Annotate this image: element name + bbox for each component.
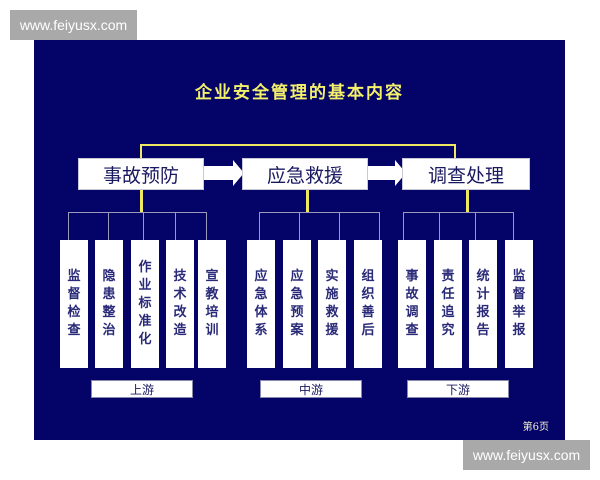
branch-drop bbox=[513, 212, 514, 240]
sub-box-label: 责任追究 bbox=[441, 269, 455, 338]
sub-box: 实施救援 bbox=[318, 240, 346, 368]
connector-investigation bbox=[466, 190, 469, 212]
stage-upstream: 上游 bbox=[91, 380, 193, 398]
branch-line-prevention bbox=[68, 212, 206, 213]
sub-box-label: 应急体系 bbox=[254, 269, 268, 338]
sub-box-label: 实施救援 bbox=[325, 269, 339, 338]
sub-box: 责任追究 bbox=[434, 240, 462, 368]
sub-box-label: 事故调查 bbox=[405, 269, 419, 338]
feedback-line-left bbox=[140, 144, 142, 159]
sub-box-label: 技术改造 bbox=[173, 269, 187, 338]
arrow-right-icon bbox=[368, 160, 406, 186]
branch-line-rescue bbox=[259, 212, 379, 213]
branch-drop bbox=[475, 212, 476, 240]
branch-drop bbox=[259, 212, 260, 240]
feedback-line-right bbox=[454, 144, 456, 159]
branch-drop bbox=[439, 212, 440, 240]
branch-drop bbox=[143, 212, 144, 240]
sub-box: 监督举报 bbox=[505, 240, 533, 368]
sub-box-label: 组织善后 bbox=[361, 269, 375, 338]
branch-drop bbox=[339, 212, 340, 240]
branch-drop bbox=[403, 212, 404, 240]
sub-box-label: 宣教培训 bbox=[205, 269, 219, 338]
sub-box-label: 隐患整治 bbox=[102, 269, 116, 338]
sub-box: 统计报告 bbox=[469, 240, 497, 368]
arrow-right-icon bbox=[204, 160, 244, 186]
main-box-investigation: 调查处理 bbox=[402, 158, 530, 190]
watermark-bottom: www.feiyusx.com bbox=[463, 440, 590, 470]
sub-box: 隐患整治 bbox=[95, 240, 123, 368]
slide: 企业安全管理的基本内容 事故预防 应急救援 调查处理 监督检查 隐患整治 作业标… bbox=[34, 40, 565, 440]
watermark-top: www.feiyusx.com bbox=[10, 10, 137, 40]
branch-drop bbox=[206, 212, 207, 240]
branch-line-investigation bbox=[403, 212, 513, 213]
sub-box-label: 作业标准化 bbox=[138, 260, 152, 347]
sub-box: 技术改造 bbox=[166, 240, 194, 368]
branch-drop bbox=[108, 212, 109, 240]
sub-box: 宣教培训 bbox=[198, 240, 226, 368]
stage-downstream: 下游 bbox=[407, 380, 509, 398]
sub-box: 应急预案 bbox=[283, 240, 311, 368]
branch-drop bbox=[175, 212, 176, 240]
sub-box-label: 监督检查 bbox=[67, 269, 81, 338]
sub-box: 应急体系 bbox=[247, 240, 275, 368]
connector-rescue bbox=[306, 190, 309, 212]
sub-box: 组织善后 bbox=[354, 240, 382, 368]
sub-box: 监督检查 bbox=[60, 240, 88, 368]
feedback-line-top bbox=[140, 144, 456, 146]
branch-drop bbox=[299, 212, 300, 240]
slide-title: 企业安全管理的基本内容 bbox=[195, 83, 404, 103]
connector-prevention bbox=[140, 190, 143, 212]
sub-box: 作业标准化 bbox=[131, 240, 159, 368]
page-number: 第6页 bbox=[522, 422, 549, 433]
sub-box-label: 统计报告 bbox=[476, 269, 490, 338]
sub-box: 事故调查 bbox=[398, 240, 426, 368]
sub-box-label: 监督举报 bbox=[512, 269, 526, 338]
branch-drop bbox=[68, 212, 69, 240]
sub-box-label: 应急预案 bbox=[290, 269, 304, 338]
main-box-rescue: 应急救援 bbox=[242, 158, 368, 190]
branch-drop bbox=[379, 212, 380, 240]
main-box-prevention: 事故预防 bbox=[78, 158, 204, 190]
stage-midstream: 中游 bbox=[260, 380, 362, 398]
